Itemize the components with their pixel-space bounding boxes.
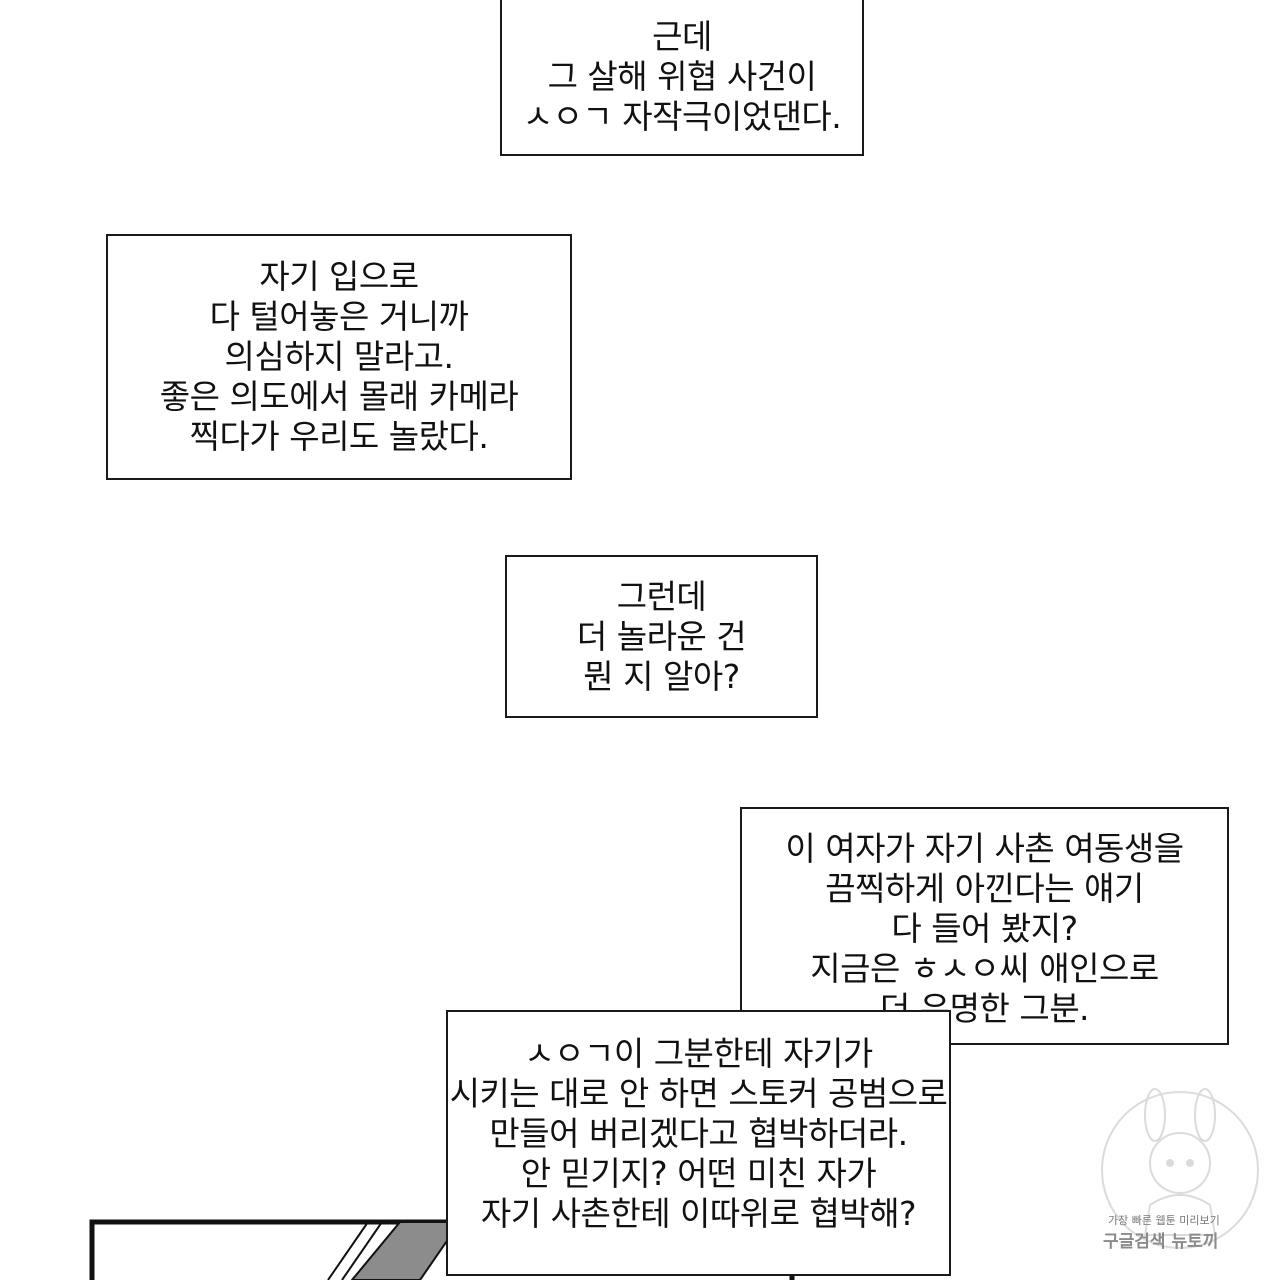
narration-box-2: 자기 입으로 다 털어놓은 거니까 의심하지 말라고. 좋은 의도에서 몰래 카… [106, 234, 572, 480]
narration-line: 더 놀라운 건 [576, 616, 747, 656]
narration-line: 그런데 [616, 576, 707, 616]
narration-line: ㅅㅇㄱ이 그분한테 자기가 [524, 1034, 873, 1073]
panel-gray-shape [350, 1221, 462, 1280]
narration-line: 뭔 지 알아? [583, 656, 740, 696]
narration-line: 이 여자가 자기 사촌 여동생을 [785, 829, 1184, 868]
narration-line: 그 살해 위협 사건이 [547, 57, 817, 96]
watermark-text-bottom: 구글검색 뉴토끼 [1103, 1232, 1219, 1252]
narration-line: 의심하지 말라고. [224, 337, 455, 376]
panel-speed-line [341, 1221, 383, 1280]
narration-line: 다 들어 봤지? [891, 909, 1078, 948]
narration-line: 찍다가 우리도 놀랐다. [189, 417, 489, 456]
narration-line: 만들어 버리겠다고 협박하더라. [489, 1114, 908, 1153]
narration-line: 좋은 의도에서 몰래 카메라 [159, 377, 519, 416]
narration-box-3: 그런데 더 놀라운 건 뭔 지 알아? [505, 555, 818, 718]
narration-line: 지금은 ㅎㅅㅇ씨 애인으로 [810, 949, 1159, 988]
narration-box-1: 근데 그 살해 위협 사건이 ㅅㅇㄱ 자작극이었댄다. [500, 0, 864, 156]
watermark-mascot-icon [1101, 1088, 1259, 1249]
narration-line: 안 믿기지? 어떤 미친 자가 [520, 1154, 877, 1193]
narration-line: 끔찍하게 아낀다는 얘기 [825, 869, 1144, 908]
narration-line: ㅅㅇㄱ 자작극이었댄다. [522, 97, 842, 136]
narration-line: 근데 [652, 17, 712, 56]
narration-box-5: ㅅㅇㄱ이 그분한테 자기가 시키는 대로 안 하면 스토커 공범으로 만들어 버… [446, 1010, 951, 1276]
narration-box-4: 이 여자가 자기 사촌 여동생을 끔찍하게 아낀다는 얘기 다 들어 봤지? 지… [740, 807, 1229, 1045]
panel-speed-line [327, 1221, 369, 1280]
narration-line: 자기 입으로 [259, 257, 419, 296]
narration-line: 자기 사촌한테 이따위로 협박해? [480, 1194, 917, 1233]
narration-line: 시키는 대로 안 하면 스토커 공범으로 [449, 1074, 948, 1113]
narration-line: 다 털어놓은 거니까 [209, 297, 469, 336]
watermark-text-top: 가장 빠른 웹툰 미리보기 [1108, 1214, 1220, 1227]
